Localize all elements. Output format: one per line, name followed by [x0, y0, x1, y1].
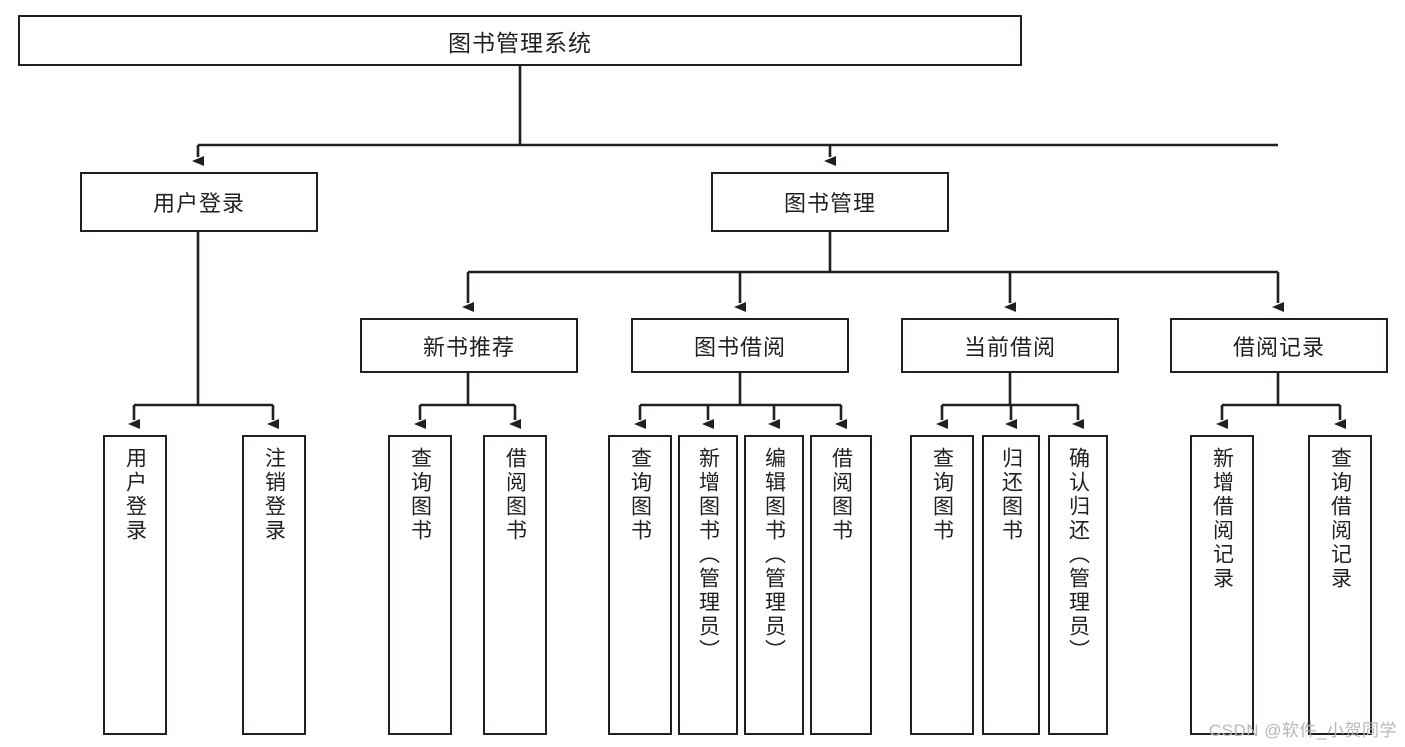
- node-current-borrow-label: 当前借阅: [963, 334, 1056, 360]
- node-leaf-logout-login-label: 注销登录: [262, 447, 286, 543]
- node-book-borrow[interactable]: 图书借阅: [631, 318, 849, 373]
- node-leaf-edit-book-admin-label: 编辑图书（管理员）: [762, 447, 786, 663]
- node-leaf-query-book-3[interactable]: 查询图书: [910, 435, 974, 735]
- node-leaf-add-book-admin-label: 新增图书（管理员）: [696, 447, 720, 663]
- node-leaf-borrow-book-1-label: 借阅图书: [503, 447, 527, 543]
- node-leaf-return-book-label: 归还图书: [999, 447, 1023, 543]
- node-new-book-recommend-label: 新书推荐: [422, 334, 515, 360]
- node-leaf-query-book-3-label: 查询图书: [930, 447, 954, 543]
- node-leaf-borrow-book-2[interactable]: 借阅图书: [810, 435, 872, 735]
- node-leaf-confirm-return-admin-label: 确认归还（管理员）: [1066, 447, 1090, 663]
- node-leaf-borrow-book-2-label: 借阅图书: [829, 447, 853, 543]
- node-leaf-confirm-return-admin[interactable]: 确认归还（管理员）: [1048, 435, 1108, 735]
- node-book-management[interactable]: 图书管理: [711, 172, 949, 232]
- node-leaf-logout-login[interactable]: 注销登录: [242, 435, 306, 735]
- node-leaf-add-borrow-record-label: 新增借阅记录: [1210, 447, 1234, 591]
- node-leaf-add-book-admin[interactable]: 新增图书（管理员）: [678, 435, 738, 735]
- node-leaf-user-login[interactable]: 用户登录: [103, 435, 167, 735]
- node-leaf-query-borrow-record[interactable]: 查询借阅记录: [1308, 435, 1372, 735]
- node-leaf-query-book-1-label: 查询图书: [408, 447, 432, 543]
- node-leaf-add-borrow-record[interactable]: 新增借阅记录: [1190, 435, 1254, 735]
- node-book-borrow-label: 图书借阅: [693, 334, 786, 360]
- node-current-borrow[interactable]: 当前借阅: [901, 318, 1119, 373]
- node-leaf-query-book-2-label: 查询图书: [628, 447, 652, 543]
- node-book-management-label: 图书管理: [783, 191, 876, 216]
- node-user-login[interactable]: 用户登录: [80, 172, 318, 232]
- node-borrow-record[interactable]: 借阅记录: [1170, 318, 1388, 373]
- node-leaf-borrow-book-1[interactable]: 借阅图书: [483, 435, 547, 735]
- node-leaf-return-book[interactable]: 归还图书: [982, 435, 1040, 735]
- node-leaf-query-borrow-record-label: 查询借阅记录: [1328, 447, 1352, 591]
- node-root-system[interactable]: 图书管理系统: [18, 15, 1022, 66]
- node-leaf-query-book-2[interactable]: 查询图书: [608, 435, 672, 735]
- node-leaf-edit-book-admin[interactable]: 编辑图书（管理员）: [744, 435, 804, 735]
- watermark-text: CSDN @软件_小贺同学: [1208, 721, 1397, 740]
- node-borrow-record-label: 借阅记录: [1232, 334, 1325, 360]
- node-user-login-label: 用户登录: [152, 191, 245, 216]
- node-leaf-query-book-1[interactable]: 查询图书: [388, 435, 452, 735]
- node-leaf-user-login-label: 用户登录: [123, 447, 147, 543]
- node-root-label: 图书管理系统: [448, 29, 592, 56]
- node-new-book-recommend[interactable]: 新书推荐: [360, 318, 578, 373]
